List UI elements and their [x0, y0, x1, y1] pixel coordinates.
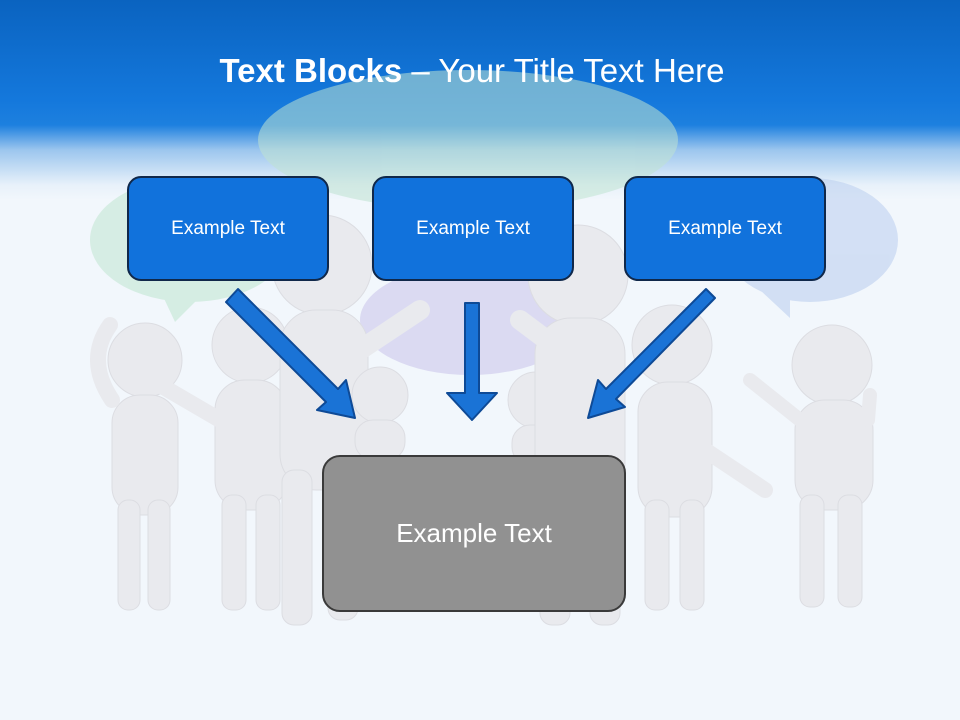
text-block-2[interactable]: Example Text — [372, 176, 574, 281]
title-bold: Text Blocks — [219, 52, 403, 89]
arrow-center-icon — [446, 302, 498, 421]
title-rest: – Your Title Text Here — [402, 52, 725, 89]
center-text-block[interactable]: Example Text — [322, 455, 626, 612]
green-top-bubble — [258, 70, 678, 210]
blue-right-bubble-tail — [760, 290, 790, 318]
slide-title: Text Blocks – Your Title Text Here — [0, 52, 944, 90]
figure-right-2 — [631, 304, 773, 611]
text-block-1[interactable]: Example Text — [127, 176, 329, 281]
text-block-3[interactable]: Example Text — [624, 176, 826, 281]
green-left-bubble-tail — [160, 290, 205, 322]
figure-center-small — [351, 366, 409, 461]
arrow-left-icon — [225, 288, 356, 419]
arrow-right-icon — [587, 288, 716, 419]
figure-far-right — [743, 324, 877, 608]
